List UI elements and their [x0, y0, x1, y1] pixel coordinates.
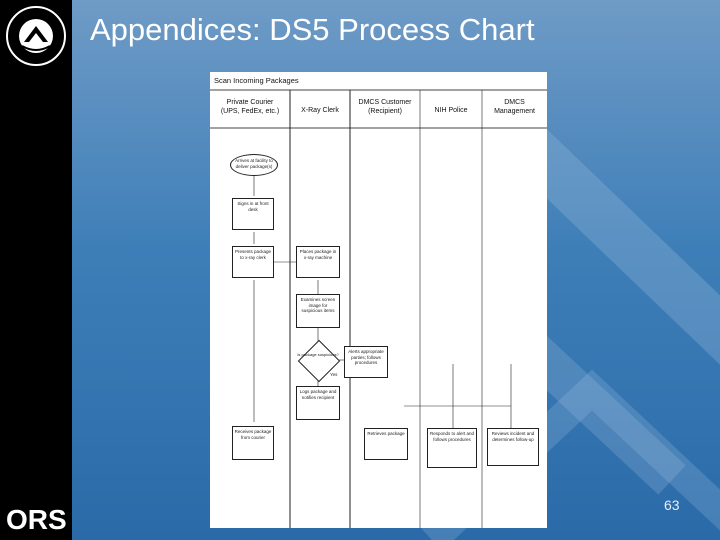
- process-box: Retrieves package: [364, 428, 408, 460]
- chart-lines: [210, 89, 547, 528]
- process-box: Receives package from courier: [232, 426, 274, 460]
- process-box: Alerts appropriate parties; follows proc…: [344, 346, 388, 378]
- process-box: Reviews incident and determines follow-u…: [487, 428, 539, 466]
- process-box: Logs package and notifies recipient: [296, 386, 340, 420]
- yes-label: Yes: [330, 372, 338, 377]
- process-box: Signs in at front desk: [232, 198, 274, 230]
- process-box: Responds to alert and follows procedures: [427, 428, 477, 468]
- process-box: Presents package to x-ray clerk: [232, 246, 274, 278]
- lane-header-management: DMCS Management: [494, 99, 535, 115]
- lane-header-xray-clerk: X-Ray Clerk: [301, 107, 339, 114]
- page-number: 63: [664, 497, 680, 513]
- lane-header-police: NIH Police: [434, 107, 468, 114]
- sidebar: ORS: [0, 0, 72, 540]
- lane-header-customer: DMCS Customer (Recipient): [358, 99, 412, 115]
- lane-header-courier: Private Courier (UPS, FedEx, etc.): [220, 99, 280, 115]
- svg-text:ORS: ORS: [6, 504, 66, 534]
- process-chart: Scan Incoming Packages Private Courier (…: [210, 72, 547, 528]
- start-node: Arrives at facility to deliver package(s…: [230, 154, 278, 176]
- ors-logo: ORS: [6, 504, 66, 534]
- process-box: Places package in x-ray machine: [296, 246, 340, 278]
- process-box: Examines screen image for suspicious ite…: [296, 294, 340, 328]
- slide-title: Appendices: DS5 Process Chart: [90, 12, 535, 47]
- decision-label: Is package suspicious?: [297, 352, 339, 357]
- nih-seal-icon: [6, 6, 66, 66]
- chart-title: Scan Incoming Packages: [214, 76, 299, 85]
